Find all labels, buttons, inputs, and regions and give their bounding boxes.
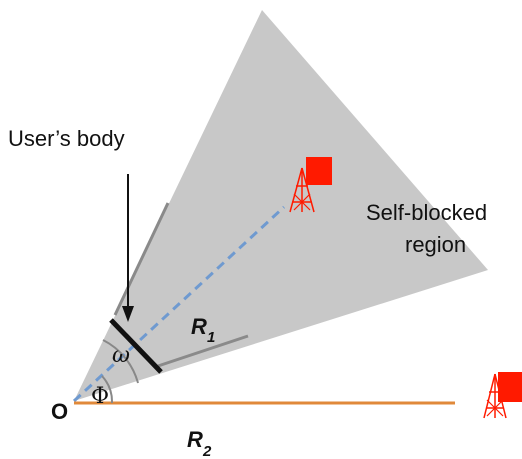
self-blocked-label-line2: region xyxy=(405,232,466,257)
wedge-edge-left xyxy=(113,202,170,316)
body-arrow-head xyxy=(122,306,134,322)
r1-ray xyxy=(72,205,286,403)
r1-label: R xyxy=(191,314,207,339)
tower-icon-2 xyxy=(483,372,522,419)
self-blocked-region xyxy=(74,10,488,401)
omega-label: ω xyxy=(112,343,130,368)
r1-subscript: 1 xyxy=(207,329,215,346)
wedge-edge-right xyxy=(157,334,249,368)
phi-label: Φ xyxy=(91,384,109,409)
user-body-bar xyxy=(109,318,163,374)
self-blocked-label-line1: Self-blocked xyxy=(366,200,487,225)
tower-icon-1 xyxy=(289,157,332,213)
origin-label: O xyxy=(51,399,68,424)
r2-label: R xyxy=(187,427,203,452)
r2-subscript: 2 xyxy=(202,443,212,459)
phi-arc xyxy=(101,375,114,404)
omega-arc xyxy=(102,339,139,384)
users-body-label: User’s body xyxy=(8,126,125,151)
